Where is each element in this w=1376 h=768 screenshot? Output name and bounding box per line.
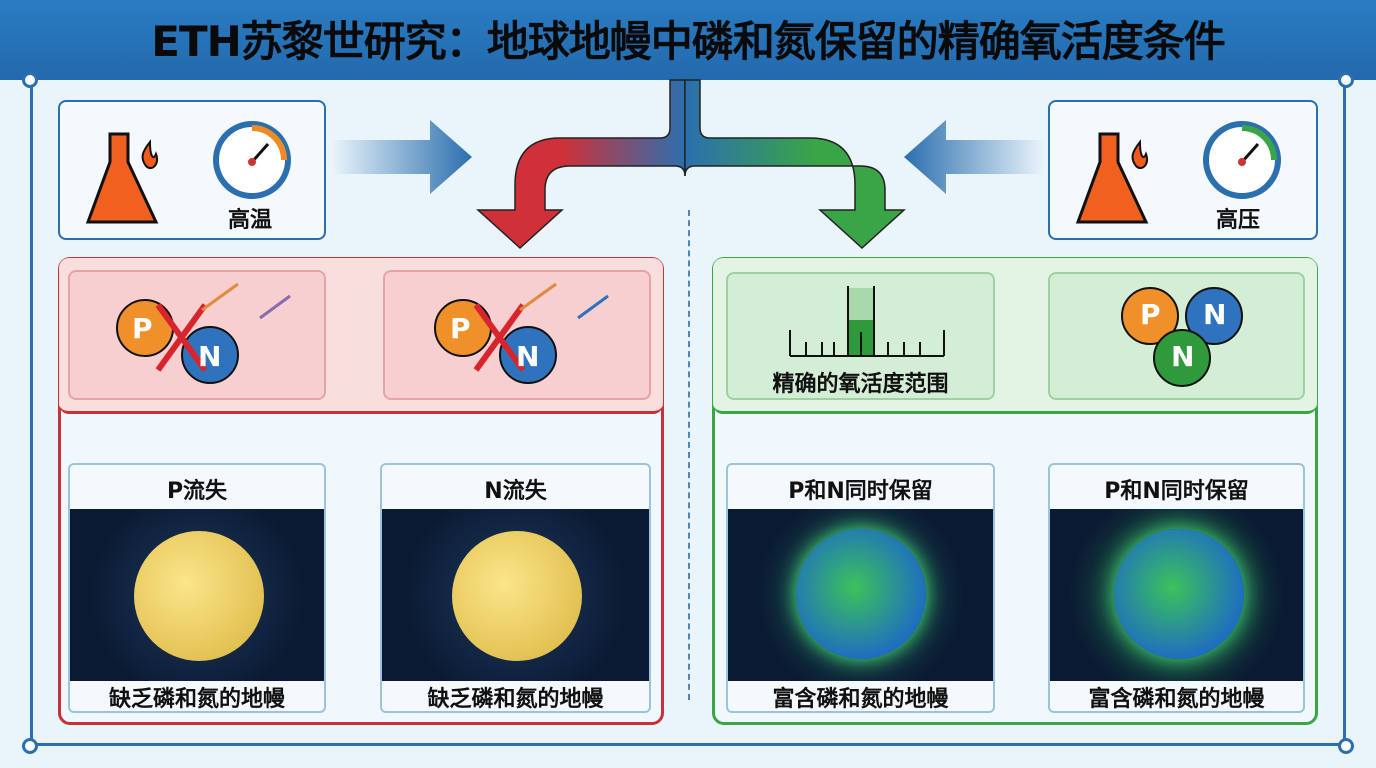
depleted-mantle-image — [70, 509, 324, 681]
atom-n: N — [198, 340, 222, 373]
oxygen-range-box: 精确的氧活度范围 — [726, 272, 995, 400]
card-title: P和N同时保留 — [788, 479, 933, 504]
page-title: ETH苏黎世研究：地球地幔中磷和氮保留的精确氧活度条件 — [151, 17, 1226, 66]
divider — [688, 210, 690, 700]
card-title: P和N同时保留 — [1104, 479, 1249, 504]
corner-dot — [22, 738, 38, 754]
atom-n: N — [1203, 298, 1227, 331]
atom-n: N — [516, 340, 540, 373]
earth-icon — [796, 529, 926, 659]
card-caption: 富含磷和氮的地幔 — [1088, 687, 1265, 712]
oxygen-range-label: 精确的氧活度范围 — [772, 372, 949, 397]
card-caption: 富含磷和氮的地幔 — [772, 687, 949, 712]
corner-dot — [1338, 72, 1354, 88]
card-title: P流失 — [166, 479, 228, 504]
flask-icon — [1075, 132, 1149, 224]
oxygen-range-scale-icon — [789, 286, 945, 357]
atoms-retained-box: P N N — [1048, 272, 1305, 400]
condition-high-temperature: 高温 — [58, 100, 326, 240]
mantle-card: P和N同时保留 富含磷和氮的地幔 — [1048, 463, 1305, 713]
corner-dot — [22, 72, 38, 88]
rich-mantle-image — [728, 509, 993, 681]
card-title: N流失 — [484, 479, 547, 504]
mantle-card: P流失 缺乏磷和氮的地幔 — [68, 463, 326, 713]
gauge-icon — [213, 121, 291, 199]
p-n-separation-icon — [434, 282, 609, 384]
p-n-bonded-icon — [1121, 287, 1243, 387]
depleted-mantle-image — [382, 509, 649, 681]
condition-label: 高温 — [228, 208, 273, 233]
mantle-card: N流失 缺乏磷和氮的地幔 — [380, 463, 651, 713]
atom-p: P — [450, 312, 471, 345]
title-bar — [0, 0, 1376, 80]
flask-icon — [85, 132, 159, 224]
atom-n: N — [1171, 340, 1195, 373]
mantle-card: P和N同时保留 富含磷和氮的地幔 — [726, 463, 995, 713]
outer-frame — [30, 80, 1346, 746]
earth-icon — [1114, 529, 1244, 659]
atom-p: P — [1140, 298, 1161, 331]
atom-p: P — [132, 312, 153, 345]
card-caption: 缺乏磷和氮的地幔 — [108, 687, 285, 712]
condition-label: 高压 — [1216, 208, 1261, 233]
p-n-separation-icon — [116, 282, 291, 384]
depleted-planet-icon — [452, 531, 582, 661]
condition-high-pressure: 高压 — [1048, 100, 1318, 240]
depleted-planet-icon — [134, 531, 264, 661]
corner-dot — [1338, 738, 1354, 754]
rich-mantle-image — [1050, 509, 1303, 681]
gauge-icon — [1203, 121, 1281, 199]
card-caption: 缺乏磷和氮的地幔 — [427, 687, 604, 712]
